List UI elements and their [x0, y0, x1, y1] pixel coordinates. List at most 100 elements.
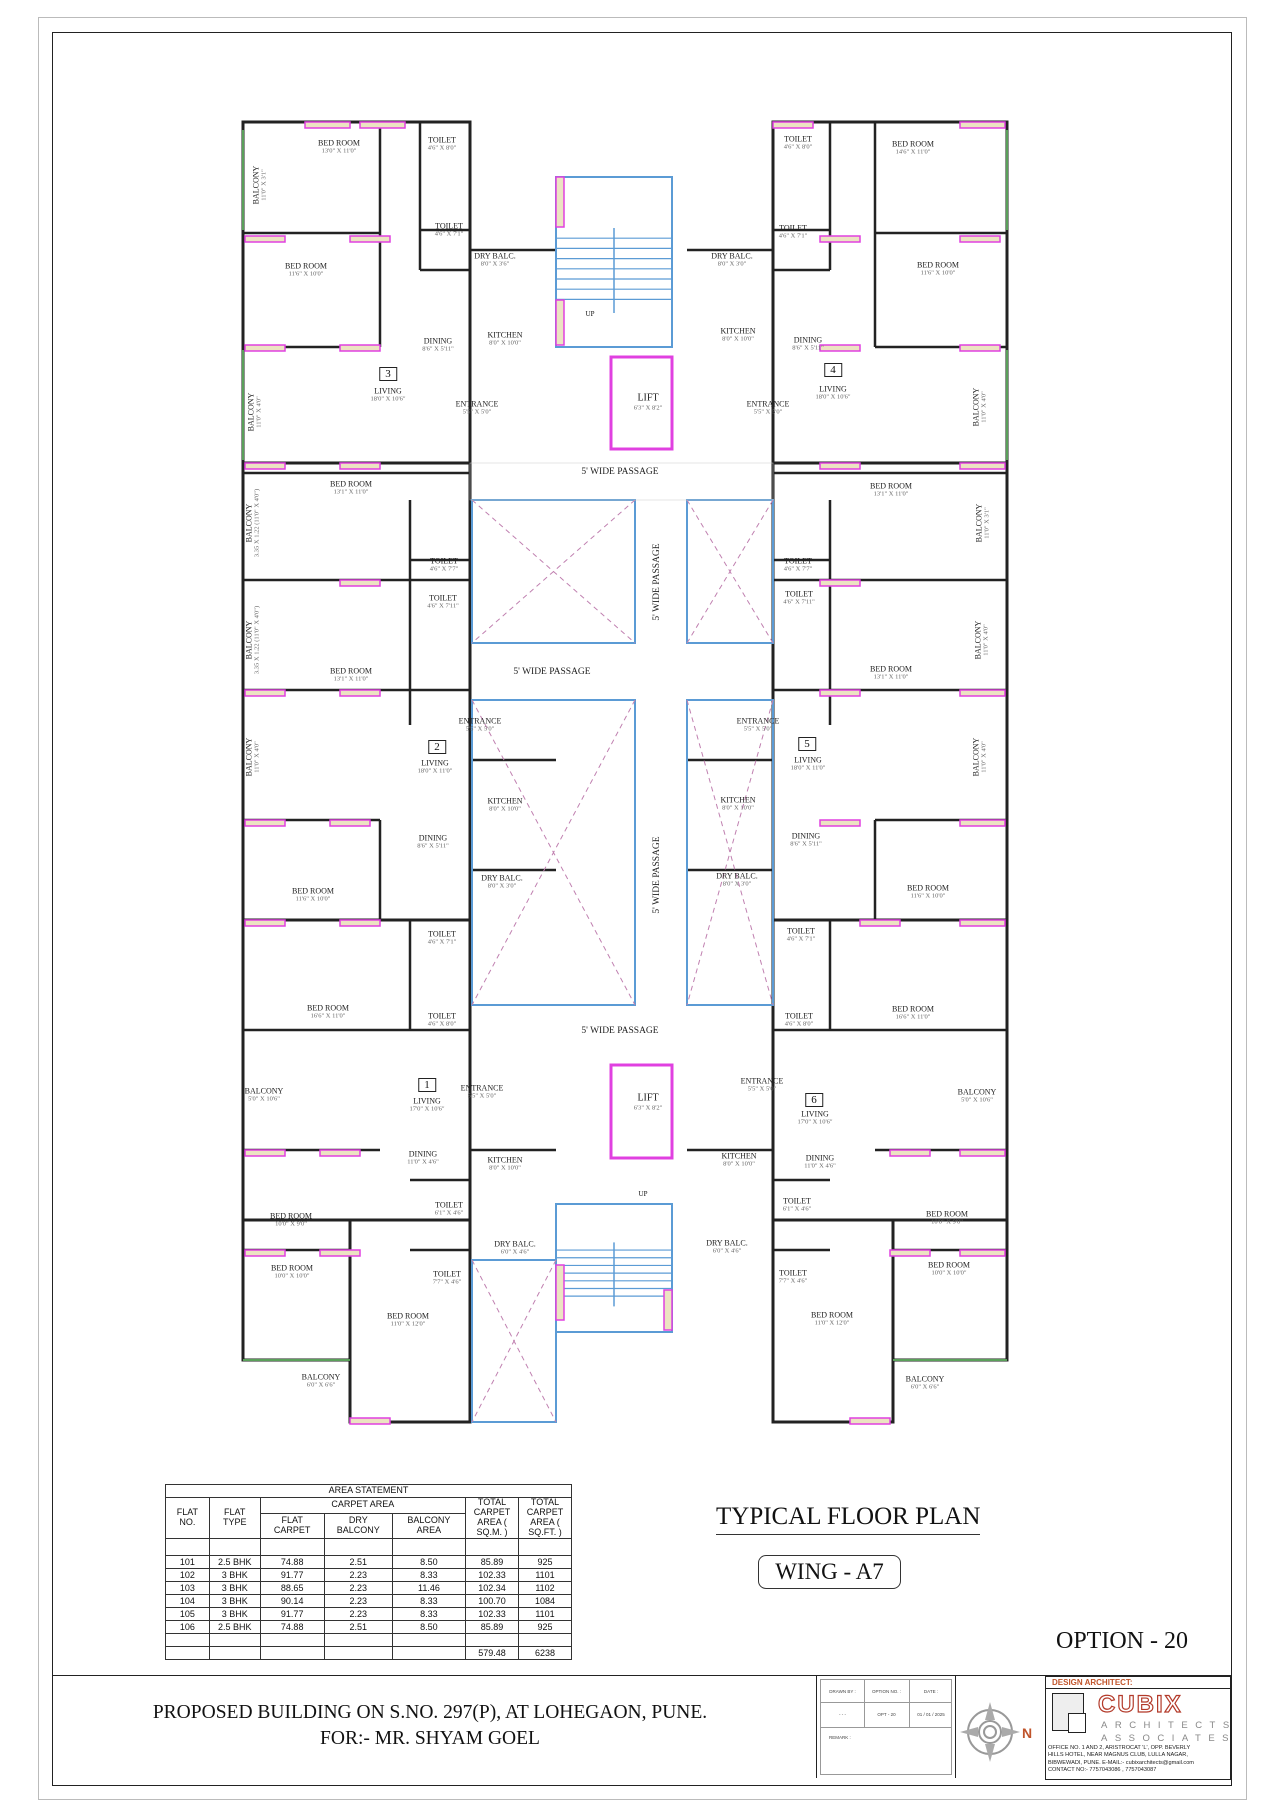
table-cell: 6238 — [518, 1645, 572, 1660]
room-size: 11'0" X 4'0" — [982, 624, 990, 656]
room-name: TOILET — [779, 223, 807, 233]
room-name: BED ROOM — [925, 1209, 969, 1219]
room-size: 10'0" X 10'0" — [931, 1269, 967, 1277]
header-balcony-area: BALCONY AREA — [391, 1512, 467, 1539]
window — [359, 121, 406, 129]
window — [555, 1264, 565, 1321]
room-name: BED ROOM — [329, 479, 373, 489]
drawn-by-value: - - - — [839, 1712, 846, 1717]
window — [339, 462, 381, 470]
option-no-value: OPT - 20 — [877, 1712, 896, 1717]
window — [319, 1249, 361, 1257]
room-name: BALCONY — [244, 737, 254, 777]
table-cell: 8.33 — [391, 1593, 467, 1608]
window — [959, 121, 1006, 129]
window — [244, 819, 286, 827]
flat-number-badge: 4 — [824, 363, 842, 377]
room-size: 4'6" X 7'1" — [427, 938, 457, 946]
room-size: 11'6" X 10'0" — [295, 895, 331, 903]
table-cell: 103 — [165, 1580, 210, 1595]
project-description: PROPOSED BUILDING ON S.NO. 297(P), AT LO… — [100, 1700, 760, 1752]
room-size: 8'6" X 5'11" — [790, 840, 822, 848]
table-cell: 106 — [165, 1619, 210, 1634]
light-shaft — [686, 699, 774, 1006]
room-name: DRY BALC. — [494, 1239, 536, 1249]
room-size: 11'0" X 4'6" — [407, 1158, 439, 1166]
room-name: BALCONY — [957, 1087, 997, 1097]
room-size: 16'6" X 11'0" — [310, 1012, 346, 1020]
window — [663, 1289, 673, 1331]
flat-number-badge: 2 — [428, 740, 446, 754]
address-line: CONTACT NO:- 7757043086 , 7757043087 — [1048, 1767, 1157, 1774]
header-flat-type: FLAT TYPE — [208, 1497, 261, 1539]
room-size: 13'1" X 11'0" — [873, 490, 909, 498]
room-size: 11'0" X 4'6" — [804, 1162, 836, 1170]
room-name: KITCHEN — [720, 326, 756, 336]
room-name: KITCHEN — [721, 1151, 757, 1161]
room-name: TOILET — [428, 1011, 456, 1021]
room-size: 18'0" X 10'6" — [370, 395, 406, 403]
room-name: LIFT — [637, 392, 659, 404]
window — [772, 121, 814, 129]
room-size: 11'0" X 4'0" — [980, 391, 988, 423]
room-size: 7'7" X 4'6" — [432, 1278, 462, 1286]
room-size: 6'0" X 4'6" — [712, 1247, 742, 1255]
table-cell: 104 — [165, 1593, 210, 1608]
room-name: DINING — [418, 833, 448, 843]
window — [339, 689, 381, 697]
table-cell — [208, 1632, 261, 1647]
table-cell — [518, 1632, 572, 1647]
room-size: 6'0" X 4'6" — [500, 1248, 530, 1256]
room-size: 7'7" X 4'6" — [778, 1277, 808, 1285]
room-name: DRY BALC. — [711, 251, 753, 261]
room-name: BED ROOM — [869, 481, 913, 491]
room-name: BED ROOM — [891, 139, 935, 149]
remark-label: REMARK : — [829, 1735, 851, 1740]
table-cell: 3 BHK — [208, 1593, 261, 1608]
room-size: 4'6" X 8'0" — [784, 1020, 814, 1028]
room-name: BED ROOM — [284, 261, 328, 271]
room-size: 8'0" X 10'0" — [723, 1160, 755, 1168]
room-name: KITCHEN — [487, 796, 523, 806]
room-name: BED ROOM — [891, 1004, 935, 1014]
room-size: 8'0" X 3'0" — [717, 260, 747, 268]
room-size: 11'6" X 10'0" — [910, 892, 946, 900]
room-name: LIFT — [637, 1092, 659, 1104]
window — [339, 344, 381, 352]
room-size: 4'6" X 7'1" — [778, 232, 808, 240]
window — [349, 235, 391, 243]
room-name: ENTRANCE — [455, 399, 499, 409]
room-name: KITCHEN — [720, 795, 756, 805]
cubix-logo-icon — [1052, 1693, 1090, 1739]
window — [959, 235, 1001, 243]
room-name: TOILET — [433, 1269, 461, 1279]
room-name: BALCONY — [301, 1372, 341, 1382]
room-name: BED ROOM — [810, 1310, 854, 1320]
window — [819, 689, 861, 697]
stair-up-label: UP — [638, 1190, 648, 1198]
address-line: OFFICE NO. 1 AND 2, ARISTROCAT 'L', OPP.… — [1048, 1745, 1191, 1751]
room-name: BED ROOM — [270, 1263, 314, 1273]
room-size: 4'6" X 7'11" — [427, 602, 459, 610]
room-size: 5'5" X 5'0" — [465, 725, 495, 733]
